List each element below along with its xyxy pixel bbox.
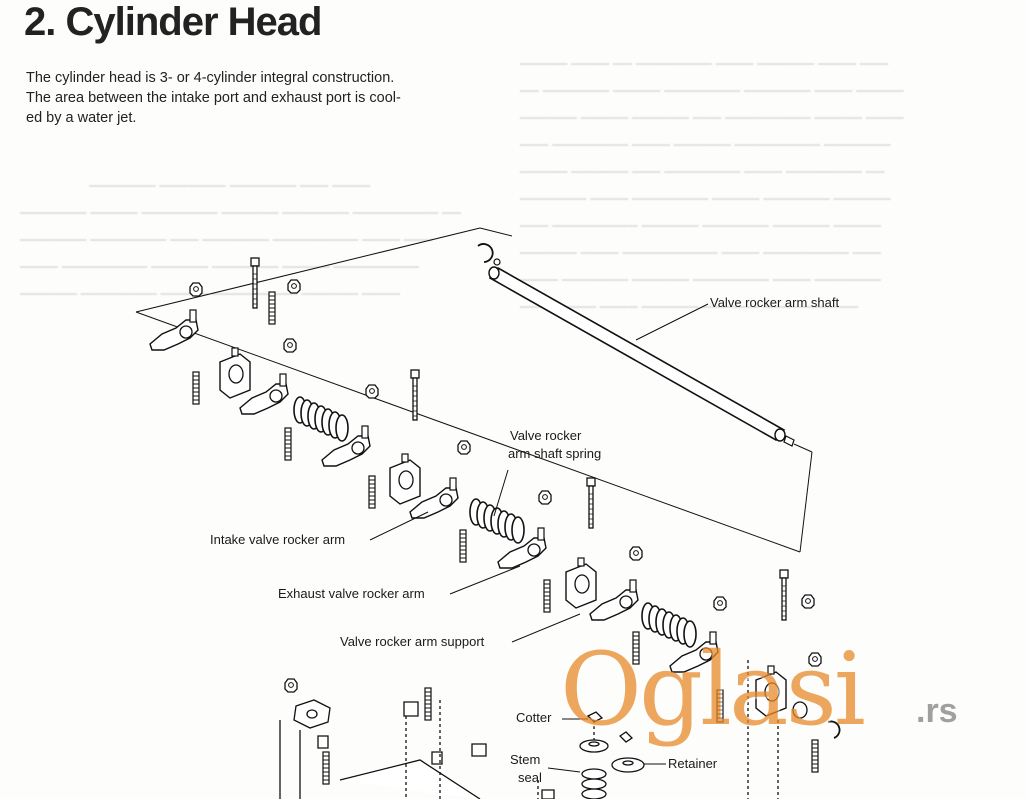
watermark-logo: Oglasi	[560, 631, 866, 748]
cylinder-head-body	[279, 678, 539, 799]
intro-paragraph: The cylinder head is 3- or 4-cylinder in…	[26, 68, 496, 128]
intro-line: ed by a water jet.	[26, 110, 137, 126]
assembly-outline	[135, 227, 813, 553]
label-intake-valve-rocker-arm: Intake valve rocker arm	[210, 532, 346, 547]
watermark-domain: .rs	[916, 692, 958, 730]
intro-line: The cylinder head is 3- or 4-cylinder in…	[26, 70, 395, 86]
bleed-through-text-left: ▁▁▁▁▁▁▁ ▁▁▁▁▁▁▁ ▁▁▁▁▁▁▁ ▁▁▁ ▁▁▁▁ ▁▁▁▁▁▁▁…	[20, 173, 462, 295]
section-title: 2. Cylinder Head	[24, 0, 322, 44]
bleed-through-text-right: ▁▁▁▁▁ ▁▁▁▁ ▁▁ ▁▁▁▁▁▁▁▁ ▁▁▁▁ ▁▁▁▁▁▁ ▁▁▁▁ …	[520, 51, 904, 308]
intro-line: The area between the intake port and exh…	[26, 90, 401, 106]
valve-rocker-arm-shaft	[477, 243, 795, 447]
valve-spring-parts	[541, 660, 841, 799]
label-valve-rocker-arm-shaft-spring-line1: Valve rocker	[510, 428, 582, 443]
label-valve-rocker-arm-shaft-spring-line2: arm shaft spring	[508, 446, 602, 461]
label-retainer: Retainer	[668, 756, 718, 771]
label-stem-seal-line2: seal	[518, 770, 542, 785]
label-stem-seal-line1: Stem	[510, 752, 541, 767]
label-exhaust-valve-rocker-arm: Exhaust valve rocker arm	[278, 586, 425, 601]
label-valve-rocker-arm-shaft: Valve rocker arm shaft	[710, 295, 840, 310]
label-cotter: Cotter	[516, 710, 552, 725]
leader-lines	[369, 303, 709, 773]
label-valve-rocker-arm-support: Valve rocker arm support	[340, 634, 485, 649]
